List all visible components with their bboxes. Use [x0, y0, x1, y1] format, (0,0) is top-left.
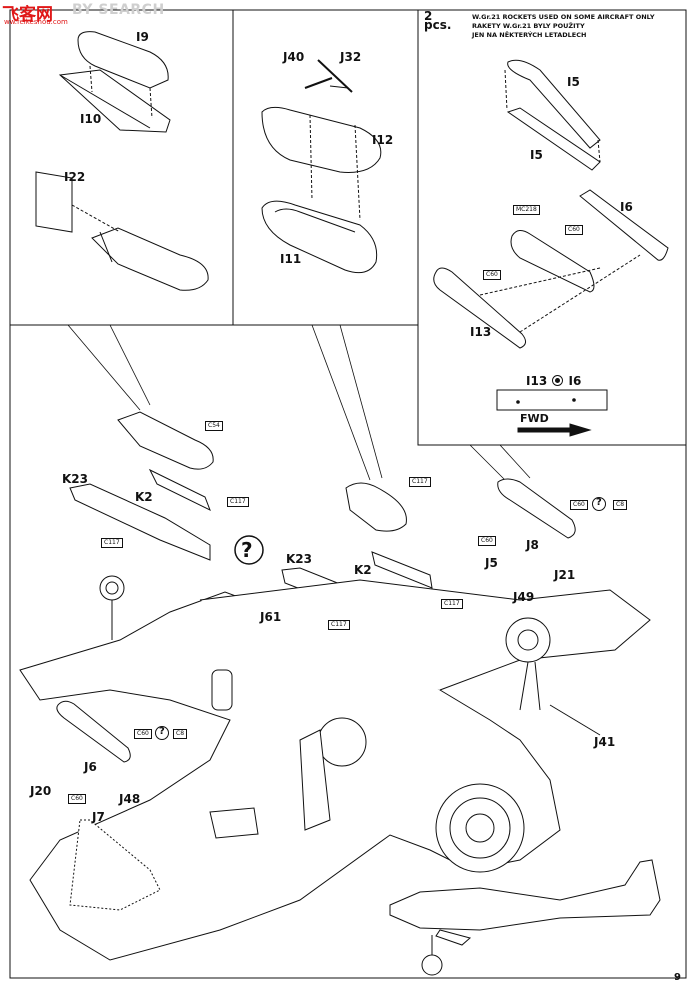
- color-tag-c54: C54: [205, 421, 223, 431]
- watermark-url: ww.feikeshou.com: [4, 18, 68, 26]
- color-tag-c117-k2-left: C117: [227, 497, 249, 507]
- part-label-k2-left: K2: [135, 490, 153, 504]
- rocket-note-line-3: JEN NA NĚKTERÝCH LETADLECH: [472, 31, 587, 39]
- bomb-i22: [35, 171, 209, 291]
- part-label-i22: I22: [64, 170, 86, 184]
- assembly-part-a: I13: [526, 374, 548, 388]
- question-circles: [155, 497, 606, 740]
- color-tag-mc218: MC218: [513, 205, 540, 215]
- part-label-j5: J5: [485, 556, 498, 570]
- aircraft-outline: [19, 575, 651, 961]
- drop-tank-i9-i10: [58, 31, 171, 133]
- fwd-label: FWD: [520, 412, 549, 425]
- rocket-note-line-1: W.Gr.21 ROCKETS USED ON SOME AIRCRAFT ON…: [472, 13, 655, 21]
- part-label-i5-bottom: I5: [530, 148, 543, 162]
- part-label-j61: J61: [260, 610, 282, 624]
- question-mark-large: ?: [241, 538, 253, 562]
- part-label-j7: J7: [92, 810, 105, 824]
- part-label-k23-left: K23: [62, 472, 88, 486]
- color-tag-c117-canopy: C117: [409, 477, 431, 487]
- aircraft-side-view: [389, 859, 661, 976]
- join-icon: [552, 375, 564, 386]
- color-tag-c8-rocket: C8: [613, 500, 628, 510]
- site-watermark: 飞客网 BY SEARCH ww.feikeshou.com: [0, 0, 180, 26]
- watermark-english: BY SEARCH: [72, 2, 165, 18]
- question-mark-rocket-right: ?: [596, 497, 602, 508]
- rocket-parts: [433, 59, 669, 437]
- part-label-j49: J49: [513, 590, 535, 604]
- part-label-j40: J40: [283, 50, 305, 64]
- part-label-j48: J48: [119, 792, 141, 806]
- part-label-k2-mid: K2: [354, 563, 372, 577]
- part-label-i13: I13: [470, 325, 492, 339]
- part-label-i5-top: I5: [567, 75, 580, 89]
- part-label-i11: I11: [280, 252, 302, 266]
- color-tag-c60-i6: C60: [565, 225, 583, 235]
- part-label-j8: J8: [526, 538, 539, 552]
- part-label-k23-mid: K23: [286, 552, 312, 566]
- part-label-i9: I9: [136, 30, 149, 44]
- rocket-count: 2 pcs.: [424, 9, 452, 32]
- callout-lines: [67, 324, 531, 481]
- part-label-j6: J6: [84, 760, 97, 774]
- canopy-i11-i12: [261, 59, 382, 274]
- color-tag-c117-k2-mid: C117: [441, 599, 463, 609]
- question-mark-rocket-left: ?: [159, 726, 165, 737]
- assembly-note: I13 I6: [526, 374, 581, 388]
- part-label-j41: J41: [594, 735, 616, 749]
- page-number: 9: [674, 972, 681, 983]
- color-tag-c60-j5: C60: [478, 536, 496, 546]
- color-tag-c117-k23-mid: C117: [328, 620, 350, 630]
- part-label-i12: I12: [372, 133, 394, 147]
- color-tag-c60-rocket: C60: [570, 500, 588, 510]
- part-label-i10: I10: [80, 112, 102, 126]
- color-tag-c117-k23-left: C117: [101, 538, 123, 548]
- rocket-note-line-2: RAKETY W.Gr.21 BYLY POUŽITY: [472, 22, 585, 30]
- watermark-chinese: 飞客网: [2, 5, 53, 25]
- color-tag-c60-left-rocket: C60: [134, 729, 152, 739]
- panel-frames: [9, 9, 687, 979]
- assembly-part-b: I6: [568, 374, 582, 388]
- part-label-j32: J32: [340, 50, 362, 64]
- color-tag-c60-i13: C60: [483, 270, 501, 280]
- part-label-i6: I6: [620, 200, 633, 214]
- color-tag-c8-left-rocket: C8: [173, 729, 188, 739]
- color-tag-c60-j20: C60: [68, 794, 86, 804]
- part-label-j20: J20: [30, 784, 52, 798]
- part-label-j21: J21: [554, 568, 576, 582]
